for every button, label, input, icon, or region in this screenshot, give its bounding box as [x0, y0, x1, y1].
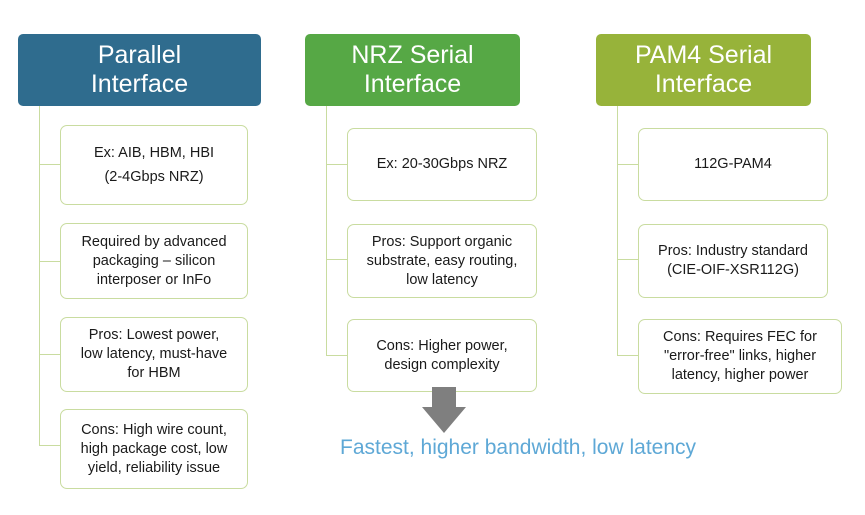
box-text-line: packaging – silicon	[92, 252, 216, 269]
pam4-connector-branch	[617, 259, 638, 260]
pam4-serial-interface-header: PAM4 Serial Interface	[596, 34, 811, 106]
pam4-header-line1: PAM4 Serial	[634, 41, 773, 69]
parallel-interface-header: Parallel Interface	[18, 34, 261, 106]
box-text-line: interposer or InFo	[96, 271, 212, 288]
box-text-line: high package cost, low	[80, 440, 228, 457]
parallel-header-line1: Parallel	[97, 41, 182, 69]
box-text-line: "error-free" links, higher	[663, 348, 817, 364]
pam4-connector-branch	[617, 164, 638, 165]
box-text-line: substrate, easy routing,	[366, 252, 518, 269]
parallel-connector-branch	[39, 261, 60, 262]
box-text-line: Cons: Requires FEC for	[663, 329, 817, 345]
nrz-serial-interface-header: NRZ Serial Interface	[305, 34, 520, 106]
parallel-connector-branch	[39, 354, 60, 355]
nrz-connector-branch	[326, 164, 347, 165]
box-text-line: Cons: High wire count,	[81, 421, 227, 438]
nrz-header-line2: Interface	[363, 70, 462, 98]
pam4-connector-branch	[617, 355, 638, 356]
parallel-requirement-box: Required by advanced packaging – silicon…	[60, 223, 248, 299]
box-text-line: low latency	[406, 271, 478, 288]
box-text-line: Pros: Lowest power,	[88, 327, 220, 343]
box-text-line: (CIE-OIF-XSR112G)	[667, 262, 799, 278]
nrz-pros-box: Pros: Support organic substrate, easy ro…	[347, 224, 537, 298]
parallel-example-box: Ex: AIB, HBM, HBI (2-4Gbps NRZ)	[60, 125, 248, 205]
box-text-line: Required by advanced	[81, 233, 227, 250]
footer-caption: Fastest, higher bandwidth, low latency	[340, 436, 697, 459]
parallel-cons-box: Cons: High wire count, high package cost…	[60, 409, 248, 489]
parallel-connector-trunk	[39, 106, 40, 445]
box-text-line: latency, higher power	[671, 367, 809, 383]
nrz-connector-trunk	[326, 106, 327, 355]
pam4-connector-trunk	[617, 106, 618, 355]
box-text-line: Ex: AIB, HBM, HBI	[93, 144, 215, 161]
box-text-line: Pros: Industry standard	[658, 243, 808, 259]
nrz-connector-branch	[326, 259, 347, 260]
down-arrow-icon	[422, 387, 466, 433]
pam4-cons-box: Cons: Requires FEC for "error-free" link…	[638, 319, 842, 394]
box-text-line: yield, reliability issue	[87, 459, 221, 476]
nrz-example-box: Ex: 20-30Gbps NRZ	[347, 128, 537, 201]
box-text-line: design complexity	[384, 356, 500, 373]
parallel-pros-box: Pros: Lowest power, low latency, must-ha…	[60, 317, 248, 392]
pam4-header-line2: Interface	[654, 70, 753, 98]
nrz-cons-box: Cons: Higher power, design complexity	[347, 319, 537, 392]
nrz-header-line1: NRZ Serial	[351, 41, 474, 69]
box-text-line: for HBM	[127, 365, 181, 381]
pam4-example-box: 112G-PAM4	[638, 128, 828, 201]
parallel-header-line2: Interface	[90, 70, 189, 98]
nrz-connector-branch	[326, 355, 347, 356]
box-text-line: Pros: Support organic	[371, 233, 513, 250]
box-text-line: low latency, must-have	[80, 346, 228, 362]
box-text-line: Cons: Higher power,	[376, 337, 508, 354]
parallel-connector-branch	[39, 164, 60, 165]
box-text-line: Ex: 20-30Gbps NRZ	[376, 156, 508, 172]
box-text-line: (2-4Gbps NRZ)	[104, 168, 204, 185]
box-text-line: 112G-PAM4	[694, 156, 772, 172]
parallel-connector-branch	[39, 445, 60, 446]
pam4-pros-box: Pros: Industry standard (CIE-OIF-XSR112G…	[638, 224, 828, 298]
